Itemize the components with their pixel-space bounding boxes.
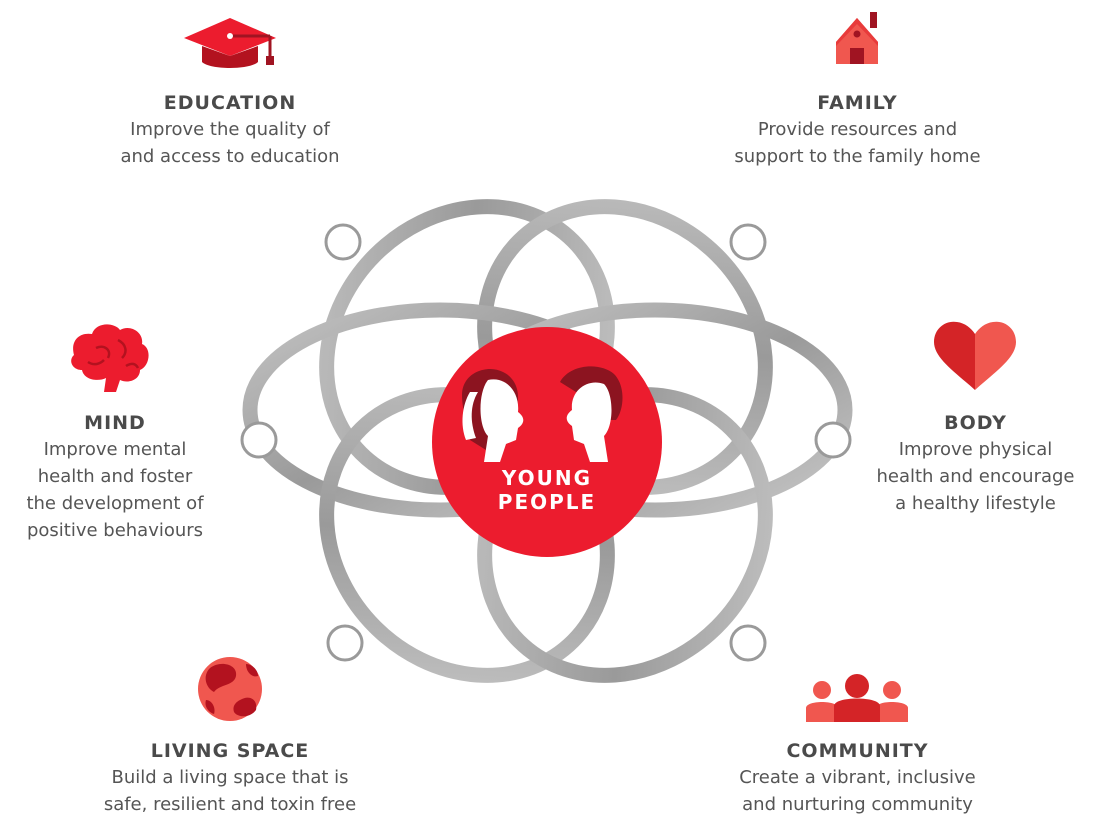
- body-title: BODY: [944, 412, 1007, 434]
- living-space-line: safe, resilient and toxin free: [103, 794, 357, 815]
- education-line: and access to education: [120, 146, 340, 167]
- young-people-circle: [432, 327, 662, 557]
- family-title: FAMILY: [817, 92, 898, 114]
- family-block: FAMILY Provide resources and support to …: [700, 92, 1015, 170]
- living-space-title: LIVING SPACE: [150, 740, 310, 762]
- node-circle-education: [324, 223, 362, 261]
- young-people-line1: YOUNG: [501, 466, 593, 490]
- people-group-icon: [806, 674, 908, 722]
- mind-line: health and foster: [37, 466, 193, 487]
- mind-line: Improve mental: [43, 439, 187, 460]
- young-people-faces-icon: [462, 366, 623, 462]
- living-space-block: LIVING SPACE Build a living space that i…: [80, 740, 380, 818]
- body-line: a healthy lifestyle: [895, 493, 1056, 514]
- community-line: and nurturing community: [742, 794, 973, 815]
- family-line: Provide resources and: [757, 119, 958, 140]
- node-circle-family: [729, 223, 767, 261]
- globe-icon: [198, 657, 262, 721]
- node-circle-body: [814, 421, 852, 459]
- node-circle-living-space: [326, 624, 364, 662]
- education-block: EDUCATION Improve the quality of and acc…: [85, 92, 375, 170]
- education-line: Improve the quality of: [130, 119, 330, 140]
- community-line: Create a vibrant, inclusive: [739, 767, 976, 788]
- mind-title: MIND: [84, 412, 146, 434]
- young-people-label: YOUNG PEOPLE: [462, 466, 632, 514]
- heart-icon: [934, 321, 1016, 390]
- body-line: Improve physical: [898, 439, 1053, 460]
- node-circle-community: [729, 624, 767, 662]
- body-block: BODY Improve physical health and encoura…: [855, 412, 1096, 517]
- family-line: support to the family home: [734, 146, 981, 167]
- mind-block: MIND Improve mental health and foster th…: [0, 412, 230, 544]
- brain-icon: [71, 324, 149, 392]
- community-title: COMMUNITY: [786, 740, 929, 762]
- young-people-line2: PEOPLE: [497, 490, 597, 514]
- node-circle-mind: [240, 421, 278, 459]
- graduation-cap-icon: [184, 18, 276, 68]
- living-space-line: Build a living space that is: [111, 767, 349, 788]
- mind-line: the development of: [26, 493, 204, 514]
- mind-line: positive behaviours: [26, 520, 204, 541]
- community-block: COMMUNITY Create a vibrant, inclusive an…: [705, 740, 1010, 818]
- education-title: EDUCATION: [163, 92, 297, 114]
- body-line: health and encourage: [876, 466, 1075, 487]
- house-icon: [836, 12, 878, 64]
